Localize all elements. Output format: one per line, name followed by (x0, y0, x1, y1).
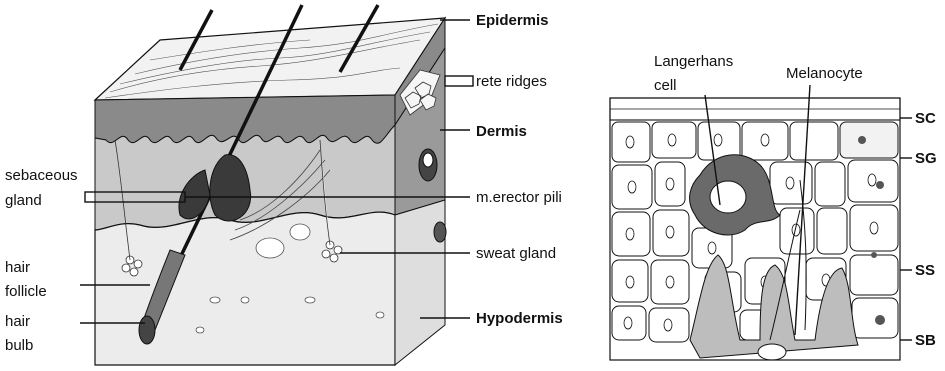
keratinocyte-cells (612, 122, 898, 342)
label-sb: SB (915, 332, 936, 349)
label-hair-follicle-line1: hair (5, 259, 30, 276)
label-sebaceous-line1: sebaceous (5, 167, 78, 184)
label-sc: SC (915, 110, 936, 127)
front-hypodermis-layer (95, 212, 395, 365)
label-langerhans-line2: cell (654, 77, 677, 94)
label-hair-follicle-line2: follicle (5, 283, 47, 300)
label-sg: SG (915, 150, 937, 167)
epidermis-top-surface (95, 18, 445, 100)
label-melanocyte: Melanocyte (786, 65, 863, 82)
label-sebaceous-line2: gland (5, 192, 42, 209)
label-erector-pili: m.erector pili (476, 189, 562, 206)
label-epidermis: Epidermis (476, 12, 549, 29)
label-rete-ridges: rete ridges (476, 73, 547, 90)
label-dermis: Dermis (476, 123, 527, 140)
label-hypodermis: Hypodermis (476, 310, 563, 327)
langerhans-nucleus (710, 181, 746, 213)
hair-bulb (139, 316, 155, 344)
epidermis-cell-illustration (610, 98, 900, 360)
label-sweat-gland: sweat gland (476, 245, 556, 262)
label-hair-bulb-line1: hair (5, 313, 30, 330)
label-hair-bulb-line2: bulb (5, 337, 33, 354)
label-ss: SS (915, 262, 935, 279)
basal-cell-nucleus (758, 344, 786, 360)
skin-block-illustration (95, 5, 446, 365)
label-langerhans-line1: Langerhans (654, 53, 733, 70)
